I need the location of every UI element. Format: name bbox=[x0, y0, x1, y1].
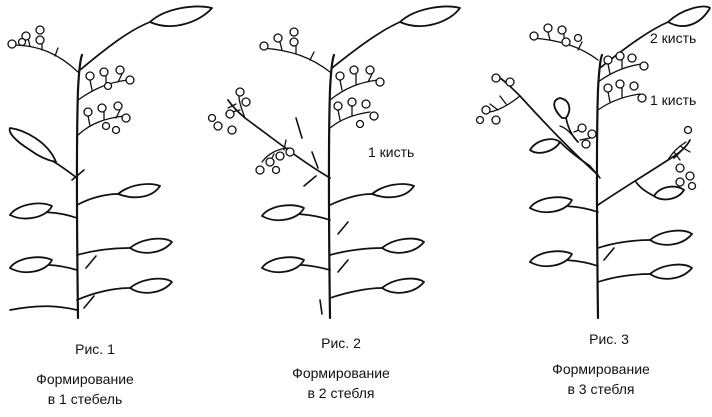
plant-figure-1 bbox=[7, 5, 213, 320]
leaf bbox=[667, 5, 711, 27]
figure-2-caption-line-1: Формирование bbox=[292, 365, 390, 381]
side-stem bbox=[227, 99, 331, 179]
leaf bbox=[9, 256, 53, 274]
leaf-stalk bbox=[329, 287, 383, 299]
leaf-stalk bbox=[597, 239, 651, 249]
truss-buds bbox=[85, 65, 135, 91]
leaf bbox=[529, 196, 573, 214]
pinch-mark bbox=[319, 299, 323, 315]
leaf bbox=[8, 127, 57, 163]
main-stem bbox=[75, 53, 84, 320]
pinch-mark bbox=[71, 169, 85, 181]
leaf bbox=[529, 250, 573, 268]
leaf-stalk bbox=[9, 305, 78, 311]
pinch-mark bbox=[337, 259, 349, 273]
flower-truss bbox=[489, 95, 521, 113]
leaf bbox=[149, 5, 213, 27]
pinch-mark bbox=[337, 221, 349, 235]
leaf bbox=[553, 97, 571, 119]
truss-buds bbox=[83, 101, 131, 135]
leaf-stalk bbox=[76, 247, 131, 256]
leaf bbox=[371, 183, 415, 199]
leaf bbox=[261, 204, 305, 222]
figure-3-caption-line-2: в 3 стебля bbox=[567, 381, 635, 397]
truss-buds bbox=[333, 97, 379, 129]
leaf-stalk bbox=[635, 181, 655, 197]
leaf bbox=[9, 202, 53, 220]
leaf-stalk bbox=[331, 21, 401, 69]
leaf-stalk bbox=[329, 247, 383, 256]
truss-label-fig2-1: 1 кисть bbox=[368, 144, 415, 160]
leaf-stalk bbox=[597, 273, 651, 283]
pinch-mark bbox=[85, 255, 97, 269]
main-stem bbox=[595, 53, 604, 320]
truss-buds bbox=[475, 73, 515, 125]
plant-figure-2 bbox=[207, 5, 461, 320]
leaf-stalk bbox=[79, 21, 151, 71]
truss-label-fig3-1: 1 кисть bbox=[650, 92, 697, 108]
truss-buds bbox=[603, 79, 647, 103]
flower-truss bbox=[597, 87, 641, 111]
leaf-stalk bbox=[559, 141, 591, 167]
leaf bbox=[117, 183, 161, 199]
pinch-mark bbox=[589, 165, 601, 179]
figure-3-label: Рис. 3 bbox=[589, 331, 629, 347]
truss-buds bbox=[255, 147, 295, 175]
flower-truss bbox=[329, 73, 379, 101]
figure-1-caption-line-1: Формирование bbox=[36, 371, 134, 387]
flower-truss bbox=[261, 41, 331, 73]
truss-buds bbox=[7, 25, 45, 49]
pinch-mark bbox=[83, 295, 95, 309]
leaf bbox=[381, 237, 425, 254]
pinch-mark bbox=[295, 117, 303, 139]
plant-figure-3 bbox=[475, 5, 711, 320]
figure-2-caption-line-2: в 2 стебля bbox=[307, 385, 375, 401]
flower-truss bbox=[77, 73, 129, 101]
pinch-mark bbox=[603, 247, 615, 261]
truss-buds bbox=[603, 51, 649, 71]
flower-truss bbox=[77, 109, 125, 136]
leaf bbox=[399, 5, 461, 27]
leaf bbox=[529, 138, 561, 154]
flower-truss bbox=[11, 37, 79, 73]
truss-buds bbox=[259, 27, 299, 51]
figure-2-label: Рис. 2 bbox=[321, 335, 361, 351]
truss-buds bbox=[577, 123, 597, 149]
pinch-mark bbox=[673, 147, 685, 159]
flower-truss bbox=[531, 31, 599, 61]
leaf bbox=[649, 263, 693, 280]
leaf bbox=[649, 229, 693, 246]
leaf bbox=[381, 277, 425, 294]
pinch-mark bbox=[303, 175, 317, 187]
figure-3-caption-line-1: Формирование bbox=[552, 361, 650, 377]
leaf bbox=[653, 185, 685, 201]
leaf bbox=[129, 277, 173, 294]
truss-buds bbox=[529, 23, 583, 47]
truss-buds bbox=[207, 87, 251, 135]
leaf-stalk bbox=[329, 193, 373, 206]
truss-buds bbox=[335, 65, 385, 87]
leaf bbox=[129, 237, 173, 254]
figure-1-label: Рис. 1 bbox=[75, 341, 115, 357]
leaf-stalk bbox=[76, 193, 119, 206]
main-stem bbox=[327, 53, 336, 320]
truss-buds bbox=[675, 125, 697, 191]
figure-1-caption-line-2: в 1 стебель bbox=[47, 391, 123, 407]
leaf-stalk bbox=[76, 287, 131, 301]
truss-label-fig3-2: 2 кисть bbox=[650, 30, 697, 46]
flower-truss bbox=[329, 105, 371, 129]
leaf bbox=[261, 256, 305, 274]
pinch-mark bbox=[311, 151, 319, 169]
